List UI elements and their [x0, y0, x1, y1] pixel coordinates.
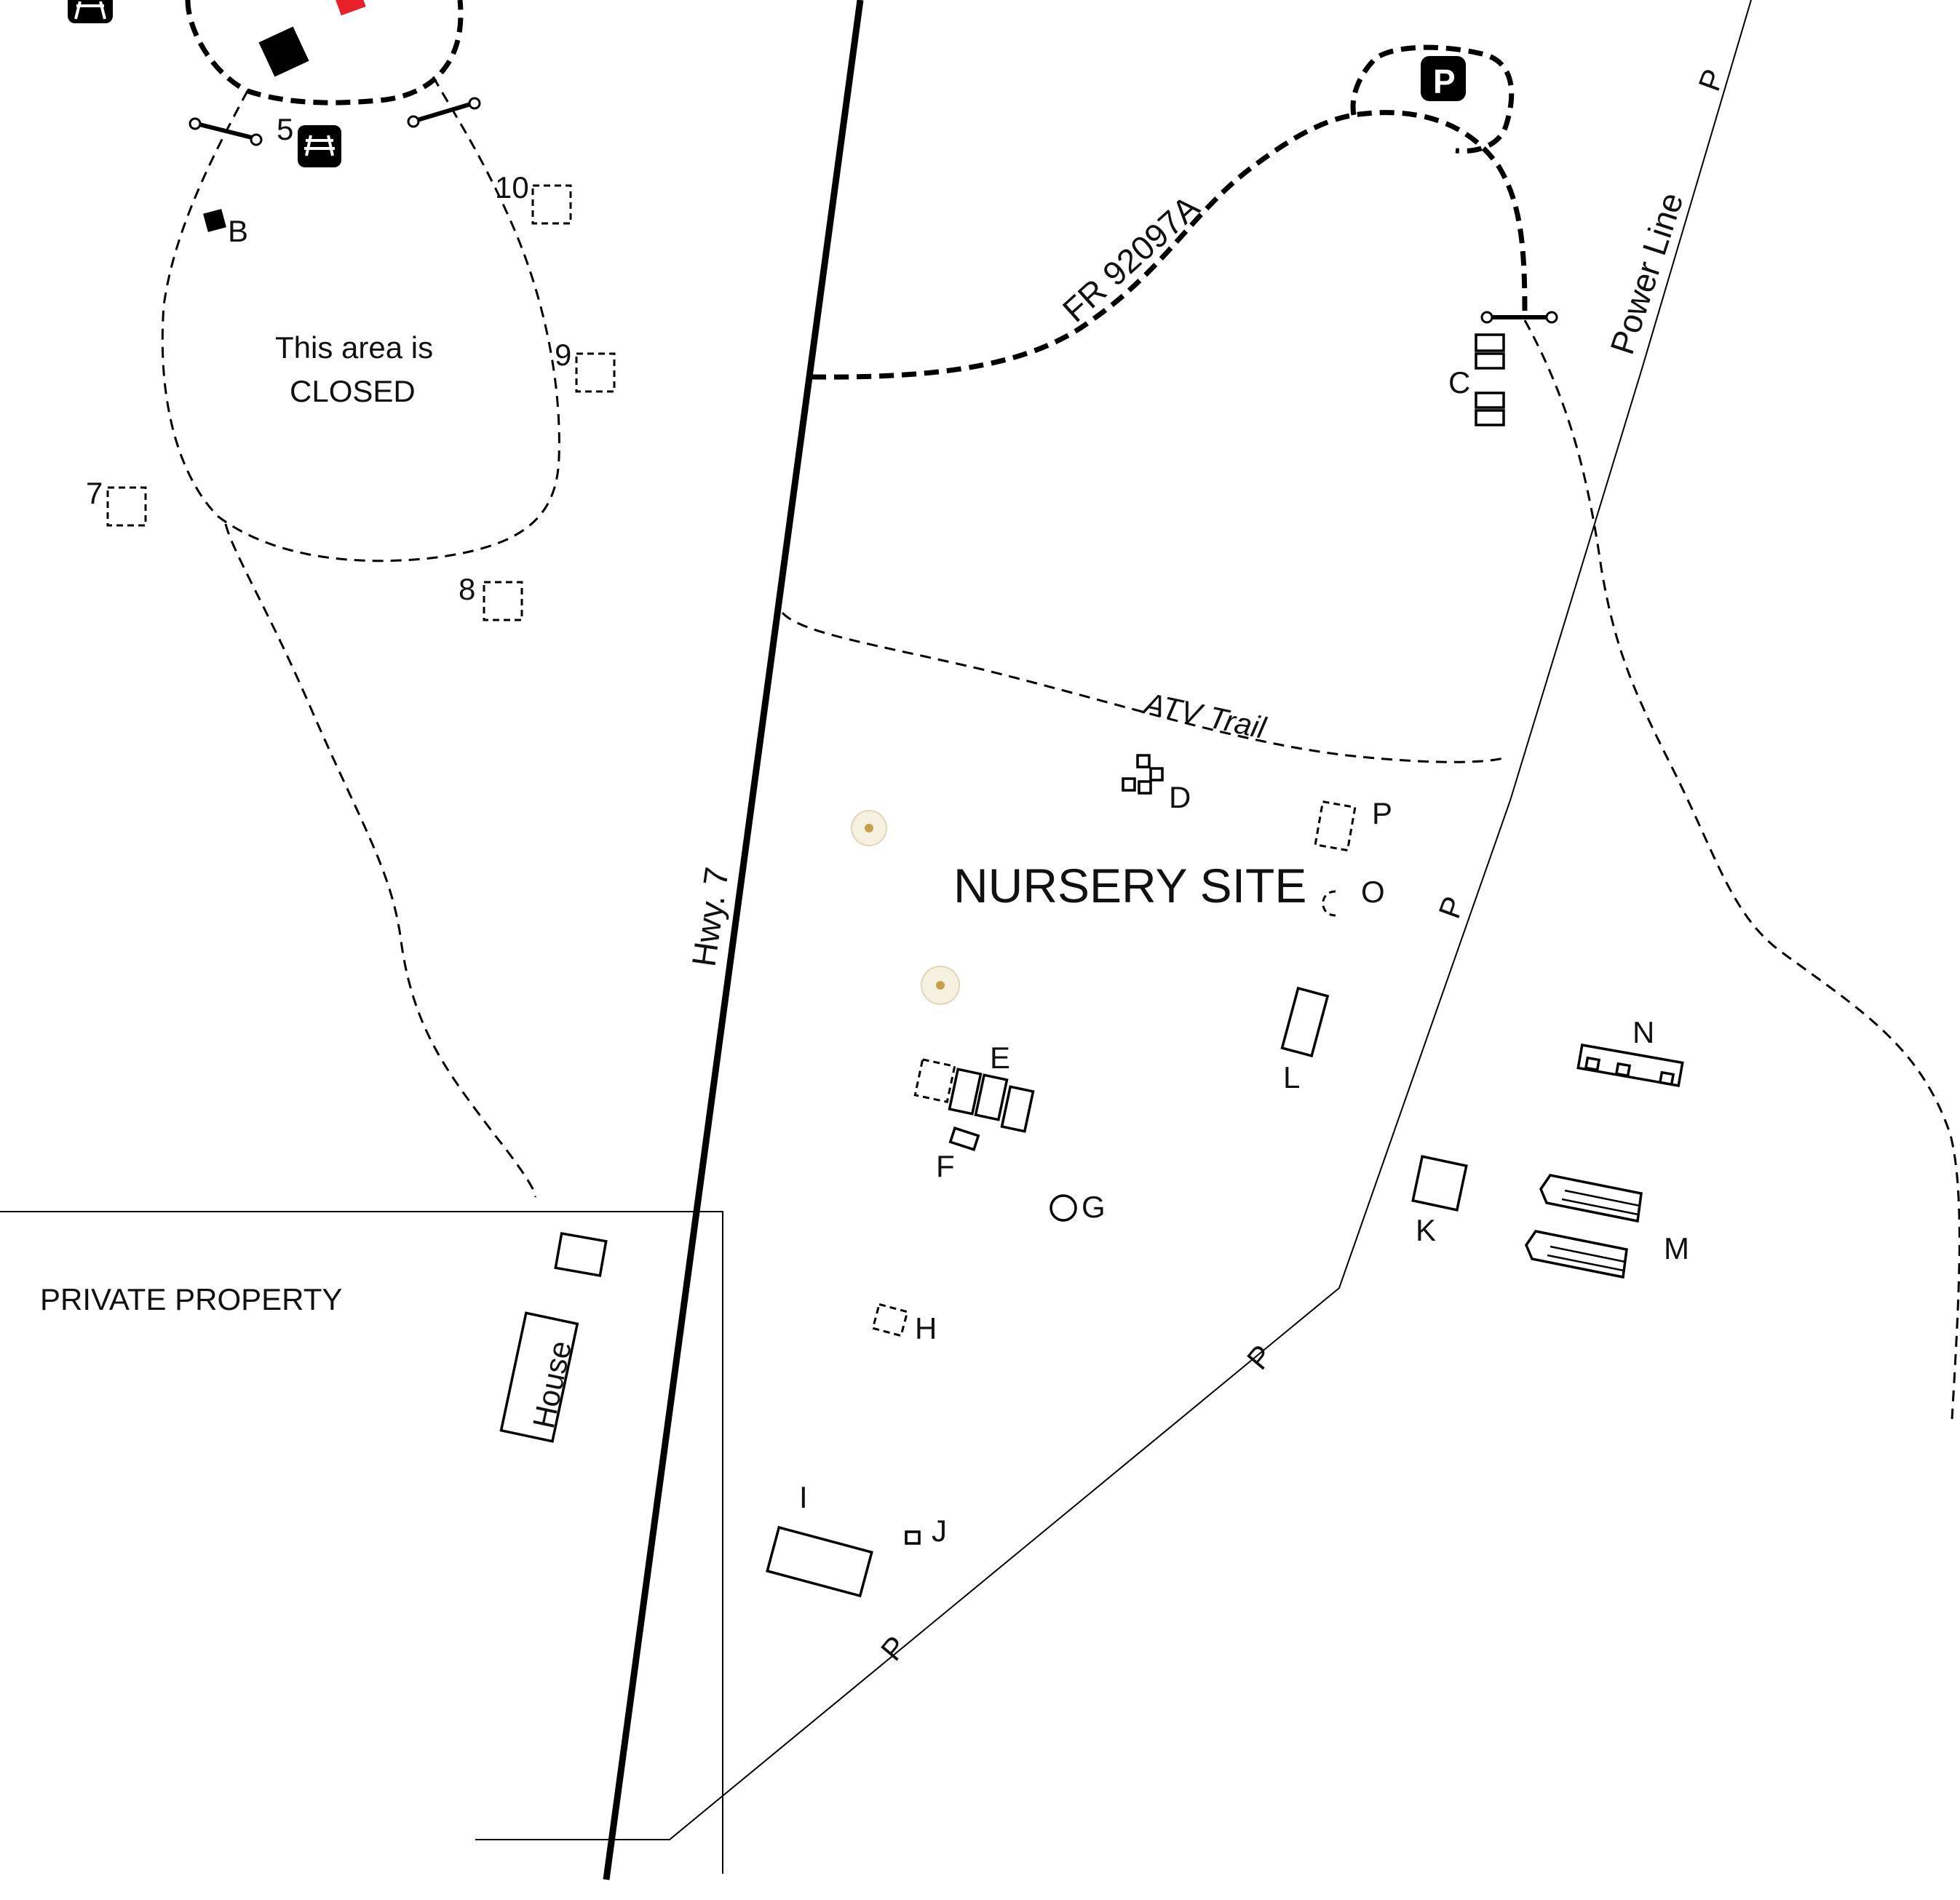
upper-loop — [185, 0, 464, 106]
gate-icon — [407, 97, 481, 128]
structure-o — [1322, 890, 1336, 917]
site-name: NURSERY SITE — [953, 859, 1306, 913]
restroom-icon — [258, 26, 309, 77]
forest-road-label: FR 92097A — [1055, 188, 1207, 330]
house-label: House — [526, 1337, 578, 1431]
campsite-9-box — [575, 352, 616, 393]
structure-h — [871, 1303, 909, 1337]
structure-i — [766, 1525, 873, 1598]
structure-d — [1122, 754, 1164, 795]
label-f: F — [936, 1149, 955, 1183]
highway-label: Hwy. 7 — [684, 864, 736, 969]
flower-icon — [851, 810, 887, 846]
parking-loop — [1350, 44, 1515, 154]
structure-g — [1050, 1194, 1077, 1222]
gate-icon — [189, 117, 263, 146]
label-c: C — [1448, 365, 1470, 400]
label-i: I — [799, 1480, 808, 1514]
structure-n — [1576, 1044, 1684, 1087]
gate-icon — [1480, 311, 1558, 324]
private-property-boundary — [0, 1211, 723, 1874]
red-marker — [334, 0, 366, 16]
label-n: N — [1632, 1015, 1654, 1049]
closed-area-trail — [161, 76, 560, 563]
label-j: J — [932, 1514, 947, 1548]
campsite-10-box — [531, 184, 572, 225]
label-o: O — [1361, 875, 1385, 909]
structure-c — [1475, 333, 1505, 426]
campsite-8-box — [483, 581, 523, 621]
atv-trail — [781, 611, 1509, 763]
label-b: B — [228, 214, 248, 248]
power-line — [475, 0, 1752, 1840]
campsite-8: 8 — [459, 572, 475, 606]
power-marker-2: P — [1432, 892, 1471, 923]
structure-l — [1280, 986, 1330, 1058]
campsite-7: 7 — [86, 476, 103, 510]
label-e: E — [990, 1041, 1010, 1075]
closed-notice-line2: CLOSED — [290, 374, 416, 408]
power-line-label: Power Line — [1603, 188, 1691, 359]
power-marker-3: P — [1240, 1338, 1279, 1376]
house — [499, 1311, 579, 1443]
label-p: P — [1372, 796, 1392, 830]
label-k: K — [1416, 1213, 1436, 1247]
campsite-5: 5 — [277, 112, 293, 146]
campsite-9: 9 — [555, 338, 571, 372]
shed — [554, 1231, 608, 1278]
structure-p — [1314, 800, 1357, 852]
structure-j — [905, 1530, 921, 1545]
power-marker-1: P — [1691, 65, 1731, 95]
structure-m — [1525, 1174, 1643, 1279]
power-marker-4: P — [874, 1629, 913, 1667]
structure-f — [948, 1126, 980, 1151]
parking-icon — [1421, 56, 1466, 101]
structure-b — [203, 209, 226, 232]
label-h: H — [915, 1311, 937, 1345]
structure-e — [913, 1058, 1035, 1133]
closed-notice-line1: This area is — [275, 330, 433, 365]
flower-icon — [921, 966, 960, 1005]
picnic-table-icon — [298, 125, 341, 167]
atv-trail-label: ATV Trail — [1139, 685, 1269, 745]
campsite-7-box — [106, 486, 147, 527]
label-l: L — [1283, 1060, 1300, 1094]
campsite-10: 10 — [495, 170, 529, 204]
label-d: D — [1169, 780, 1191, 814]
parking-letter: P — [1433, 63, 1456, 100]
private-property-label: PRIVATE PROPERTY — [40, 1282, 342, 1316]
label-g: G — [1082, 1190, 1106, 1224]
forest-road — [811, 110, 1528, 380]
structure-k — [1411, 1155, 1468, 1212]
picnic-table-icon — [68, 0, 113, 23]
west-trail — [224, 523, 536, 1198]
highway-7 — [603, 0, 864, 1880]
label-m: M — [1664, 1231, 1689, 1265]
